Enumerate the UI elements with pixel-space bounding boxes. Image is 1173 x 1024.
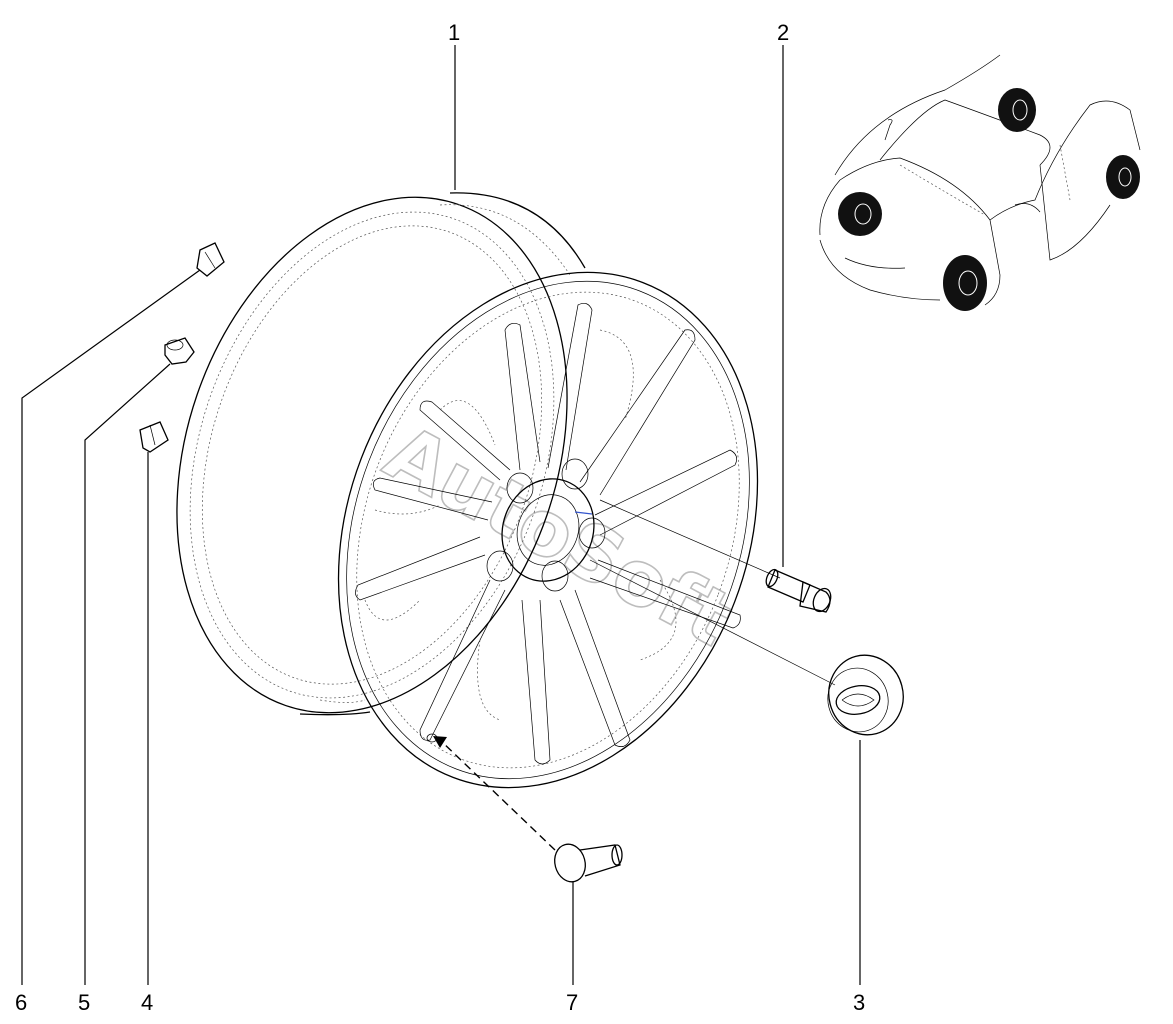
callout-numbers: 1 2 3 4 5 6 7 xyxy=(15,20,865,1015)
leader-6 xyxy=(21,269,201,985)
callout-6: 6 xyxy=(15,990,27,1015)
callout-1: 1 xyxy=(448,20,460,45)
callout-4: 4 xyxy=(141,990,153,1015)
adhesive-weight xyxy=(196,242,225,277)
callout-7: 7 xyxy=(566,990,578,1015)
car-wheel-rear-left xyxy=(943,255,987,311)
tire-valve xyxy=(433,736,623,883)
wheel-back-rim xyxy=(176,192,586,716)
callout-3: 3 xyxy=(853,990,865,1015)
watermark: AutoSoft xyxy=(371,407,748,665)
callout-5: 5 xyxy=(78,990,90,1015)
balance-weight-clip xyxy=(139,421,169,453)
balance-weight xyxy=(164,337,195,365)
car-wheel-rear-right xyxy=(1106,155,1140,199)
car-wheel-front-right xyxy=(998,88,1036,132)
callout-2: 2 xyxy=(777,20,789,45)
wheel-rim xyxy=(176,192,759,789)
watermark-text: AutoSoft xyxy=(372,407,747,663)
center-cap xyxy=(589,559,904,736)
leader-5 xyxy=(84,363,171,985)
wheel-spokes xyxy=(355,303,741,765)
leader-lines xyxy=(21,45,861,985)
wheel-front-face xyxy=(337,271,759,789)
wheel-hub xyxy=(486,458,606,592)
wheel-bolt xyxy=(599,499,832,613)
car-wheel-front-left xyxy=(838,192,882,236)
car-location-inset xyxy=(819,54,1141,311)
